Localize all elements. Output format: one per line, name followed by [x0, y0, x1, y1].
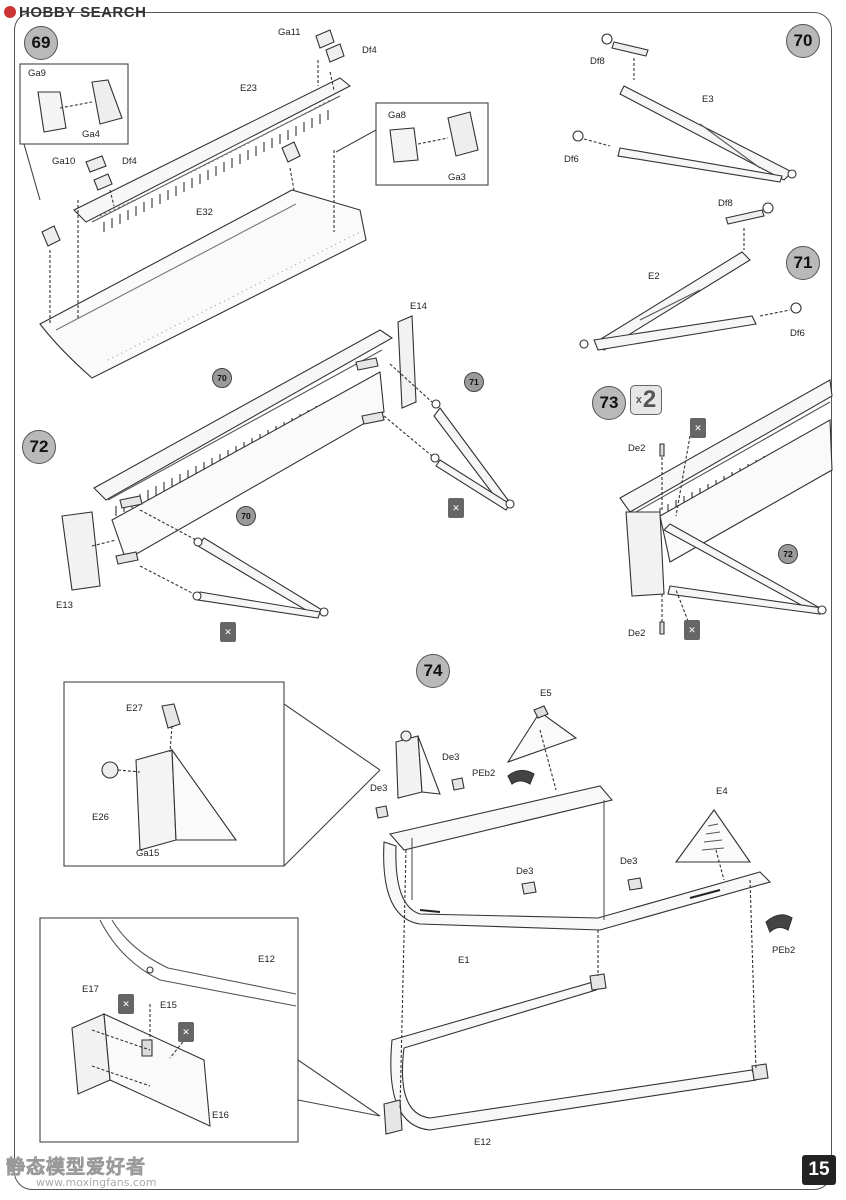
subassembly-ref-70: 70: [212, 368, 232, 388]
part-label-ga15: Ga15: [136, 848, 160, 859]
part-label-ga8: Ga8: [388, 110, 406, 121]
part-label-e3: E3: [702, 94, 714, 105]
moxingfans-url: www.moxingfans.com: [36, 1176, 157, 1189]
part-label-e17: E17: [82, 984, 99, 995]
part-label-df6-b: Df6: [790, 328, 805, 339]
part-label-e4: E4: [716, 786, 728, 797]
part-label-e16: E16: [212, 1110, 229, 1121]
part-label-df8: Df8: [590, 56, 605, 67]
glue-icon: ✕: [220, 622, 236, 642]
step74-drawing: [39, 681, 793, 1143]
step73-drawing: [619, 379, 833, 635]
part-label-e13: E13: [56, 600, 73, 611]
part-label-e14: E14: [410, 301, 427, 312]
subassembly-ref-72: 72: [778, 544, 798, 564]
part-label-ga11: Ga11: [278, 27, 301, 38]
part-label-de2-b: De2: [628, 628, 646, 639]
part-label-de3: De3: [442, 752, 460, 763]
step-72-badge: 72: [22, 430, 56, 464]
subassembly-ref-71: 71: [464, 372, 484, 392]
part-label-e12: E12: [258, 954, 275, 965]
part-label-e15: E15: [160, 1000, 177, 1011]
step72-drawing: [61, 315, 515, 619]
hobby-search-watermark: HOBBY SEARCH: [4, 4, 146, 21]
step-70-badge: 70: [786, 24, 820, 58]
part-label-df4: Df4: [362, 45, 377, 56]
part-label-ga3: Ga3: [448, 172, 466, 183]
part-label-peb2: PEb2: [472, 768, 496, 779]
page-number: 15: [802, 1155, 836, 1185]
part-label-ga4: Ga4: [82, 129, 100, 140]
part-label-e32: E32: [196, 207, 213, 218]
part-label-e2: E2: [648, 271, 660, 282]
part-label-df6: Df6: [564, 154, 579, 165]
step-74-badge: 74: [416, 654, 450, 688]
part-label-e26: E26: [92, 812, 109, 823]
page-frame: [14, 12, 832, 1190]
moxingfans-watermark: 静态模型爱好者: [6, 1156, 147, 1179]
part-label-e23: E23: [240, 83, 257, 94]
part-label-de3-c: De3: [620, 856, 638, 867]
part-label-ga9: Ga9: [28, 68, 46, 79]
subassembly-ref-70b: 70: [236, 506, 256, 526]
step-73-badge: 73: [592, 386, 626, 420]
part-label-ga10: Ga10: [52, 156, 76, 167]
part-label-df4-b: Df4: [122, 156, 137, 167]
step-71-badge: 71: [786, 246, 820, 280]
step69-drawing: [19, 29, 489, 379]
glue-icon: ✕: [690, 418, 706, 438]
part-label-de3-d: De3: [516, 866, 534, 877]
step-69-badge: 69: [24, 26, 58, 60]
part-label-e1: E1: [458, 955, 470, 966]
part-label-de2: De2: [628, 443, 646, 454]
glue-icon: ✕: [178, 1022, 194, 1042]
part-label-de3-b: De3: [370, 783, 388, 794]
step70-drawing: [572, 33, 797, 183]
part-label-e5: E5: [540, 688, 552, 699]
part-label-peb2-b: PEb2: [772, 945, 796, 956]
glue-icon: ✕: [684, 620, 700, 640]
part-label-e27: E27: [126, 703, 143, 714]
glue-icon: ✕: [448, 498, 464, 518]
part-label-e12-b: E12: [474, 1137, 491, 1148]
glue-icon: ✕: [118, 994, 134, 1014]
part-label-df8-b: Df8: [718, 198, 733, 209]
step71-drawing: [579, 202, 802, 351]
hobby-search-logo-icon: [4, 6, 16, 18]
